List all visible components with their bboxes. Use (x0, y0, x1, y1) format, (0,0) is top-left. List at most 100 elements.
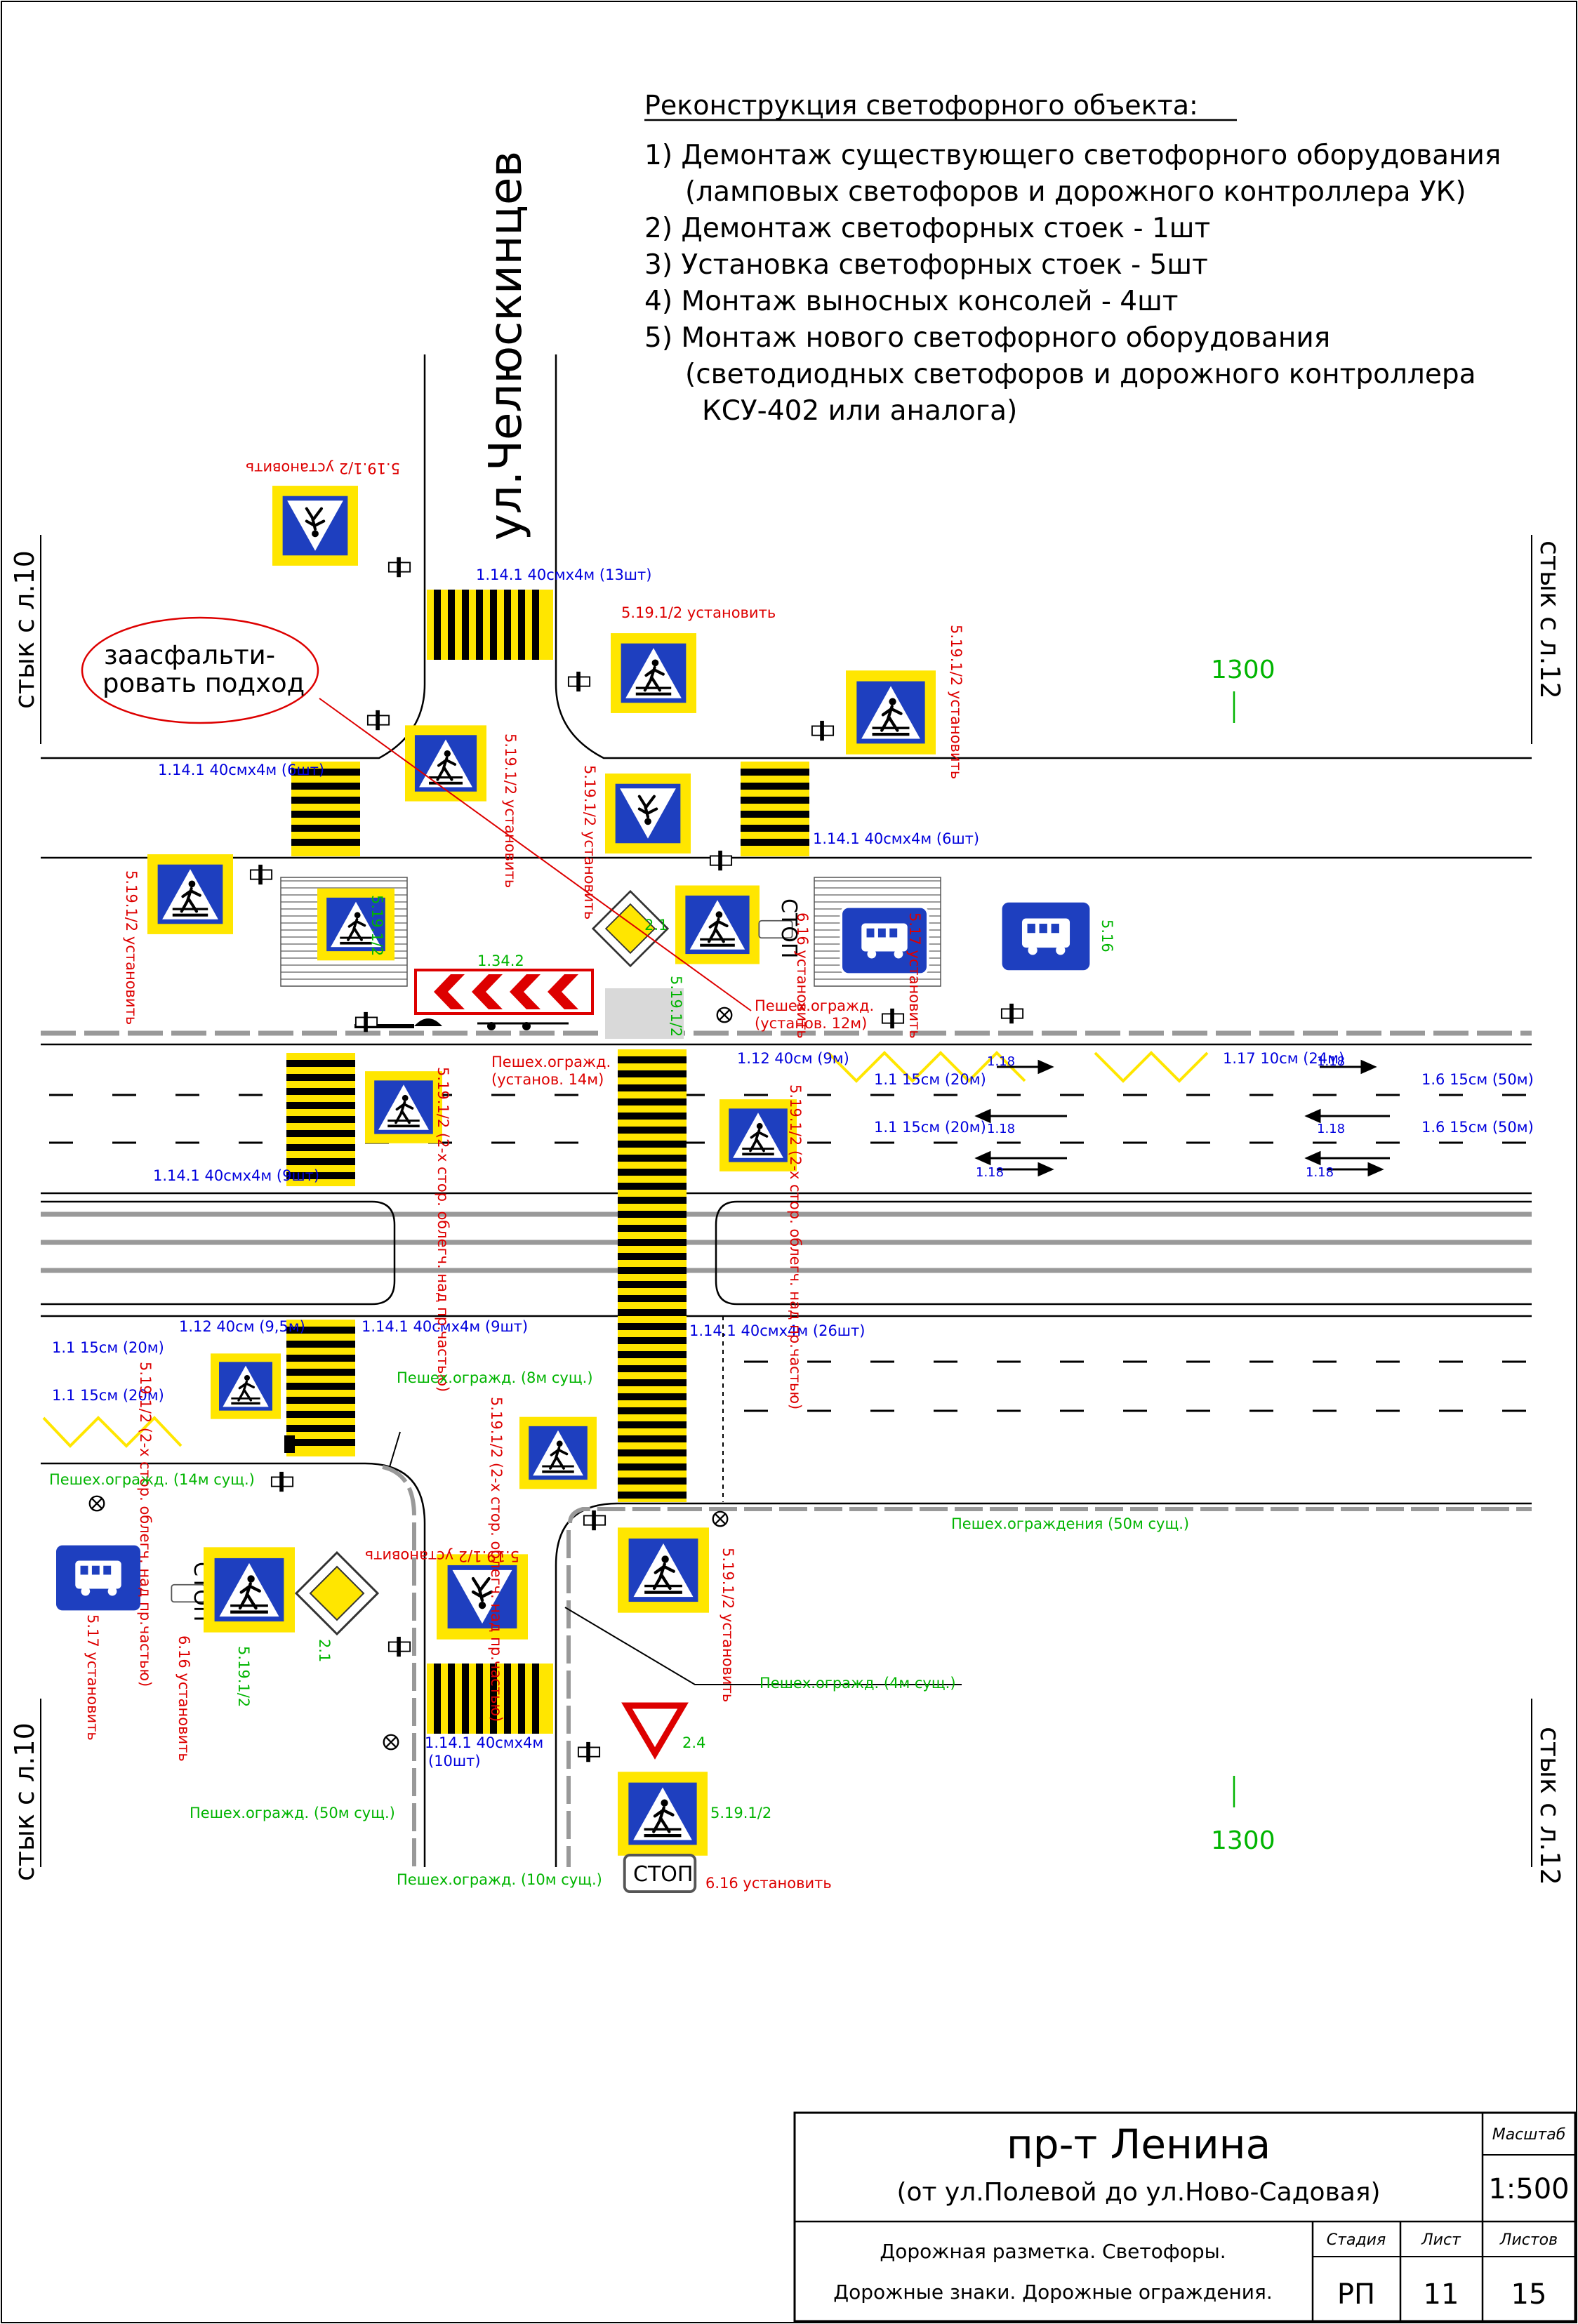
pole-12 (387, 1635, 411, 1658)
marking-label-12: 1.14.1 40смх4м (9шт) (362, 1318, 528, 1335)
fence-label-2b: (установ. 14м) (491, 1071, 604, 1088)
chainage-top: 1300 (1211, 656, 1275, 684)
sign-label-16: 5.19.1/2 (2-х стор. облегч. над пр.часть… (488, 1397, 505, 1722)
header-title: Реконструкция светофорного объекта: (644, 90, 1198, 121)
chevron-marker-1342 (414, 969, 594, 1015)
sign-label-21: 5.19.1/2 (235, 1646, 252, 1707)
sign-ped-bottom-center (519, 1415, 597, 1491)
sign-label-12: 1.34.2 (477, 952, 524, 969)
fence-label-2: Пешех.огражд. (491, 1054, 611, 1070)
pole-3 (811, 719, 835, 742)
joint-right-bottom: стык с л.12 (1534, 1727, 1565, 1885)
marking-118-a: 1.18 (987, 1054, 1015, 1069)
sign-ped-bottom-right (618, 1527, 709, 1612)
sign-give-way (621, 1702, 689, 1760)
fence-label-3: Пешех.огражд. (8м сущ.) (397, 1369, 593, 1386)
sign-ped-bottom-left (204, 1547, 295, 1632)
header-item-3: 3) Установка светофорных стоек - 5шт (644, 249, 1208, 281)
pole-5 (249, 863, 273, 886)
crosswalk-center-main (618, 1049, 687, 1502)
marking-label-10: 1.14.1 40смх4м (9шт) (153, 1167, 319, 1184)
sign-label-25: 6.16 установить (705, 1875, 832, 1892)
sign-ped-left-road (147, 854, 233, 934)
sign-ped-bottom-left-road (211, 1352, 281, 1421)
sheet-description-2: Дорожные знаки. Дорожные ограждения. (833, 2280, 1272, 2304)
marking-label-17: (10шт) (428, 1753, 481, 1769)
pole-8 (1000, 1002, 1024, 1025)
joint-right-top: стык с л.12 (1534, 540, 1565, 699)
sign-label-17: 5.19.1/2 установить (365, 1548, 519, 1565)
marking-label-15: 1.1 15см (20м) (52, 1387, 164, 1404)
marking-label-13: 1.14.1 40смх4м (26шт) (689, 1322, 865, 1339)
joint-left-top: стык с л.10 (9, 550, 40, 709)
stage-value: РП (1337, 2278, 1375, 2311)
crosswalk-left-service (291, 762, 360, 856)
project-title: пр-т Ленина (1007, 2120, 1271, 2168)
sign-label-3: 5.19.1/2 установить (948, 625, 964, 779)
sign-label-4: 5.19.1/2 установить (502, 733, 519, 888)
marking-label-11: 1.12 40см (9,5м) (179, 1318, 305, 1335)
marking-label-2: 1.14.1 40смх4м (6шт) (158, 762, 324, 778)
joint-left-bottom: стык с л.10 (9, 1722, 40, 1881)
pole-1 (387, 556, 411, 578)
pole-11 (583, 1509, 606, 1532)
sign-label-5: 5.19.1/2 установить (581, 765, 598, 919)
sheet-description-1: Дорожная разметка. Светофоры. (880, 2240, 1226, 2263)
crosswalk-left-main-top (286, 1053, 355, 1186)
sign-ped-down-service-right (605, 773, 691, 854)
sign-label-1b: 5.19.1/2 установить (123, 870, 140, 1025)
pole-7 (881, 1007, 905, 1030)
pole-10 (270, 1470, 294, 1493)
header-item-5b: (светодиодных светофоров и дорожного кон… (685, 359, 1476, 390)
stop-top-label: СТОП (776, 898, 801, 958)
fence-label-1b: (установ. 12м) (755, 1015, 867, 1032)
crosswalk-top (427, 590, 553, 660)
chainage-bottom: 1300 (1211, 1826, 1275, 1855)
pole-6 (709, 849, 733, 872)
sign-label-2: 5.19.1/2 установить (621, 604, 776, 621)
sheet-value: 11 (1424, 2278, 1459, 2311)
sign-label-10: 5.17 установить (906, 912, 923, 1039)
sign-label-13: 5.19.1/2 (2-х стор. облегч. над пр.часть… (435, 1067, 451, 1392)
marking-label-8: 1.6 15см (50м) (1421, 1071, 1534, 1088)
scale-value: 1:500 (1488, 2173, 1569, 2205)
marking-118-d: 1.18 (1317, 1054, 1345, 1069)
sign-ped-median-left (365, 1071, 442, 1143)
marking-118-f: 1.18 (1306, 1165, 1334, 1180)
sign-ped-down-top-left (272, 486, 358, 566)
sheets-value: 15 (1511, 2278, 1547, 2311)
sign-label-9: 6.16 установить (794, 912, 811, 1039)
pole-13 (577, 1741, 601, 1763)
sign-bus-stop-517-bottom (53, 1543, 143, 1613)
sign-label-24: 5.19.1/2 (710, 1805, 771, 1821)
sign-label-1: 5.19.1/2 установить (246, 460, 400, 477)
sign-ped-far-right (846, 670, 936, 754)
crosswalk-right-service (741, 762, 809, 856)
header-item-5c: КСУ-402 или аналога) (702, 395, 1017, 427)
sign-bus-stop-516 (999, 900, 1093, 973)
fence-label-8: Пешех.огражд. (10м сущ.) (397, 1871, 602, 1888)
title-block (793, 2111, 1577, 2323)
marking-label-5: 1.1 15см (20м) (874, 1071, 986, 1088)
fence-label-5: Пешех.ограждения (50м сущ.) (951, 1515, 1189, 1532)
header-item-2: 2) Демонтаж светофорных стоек - 1шт (644, 213, 1210, 244)
header-item-1: 1) Демонтаж существующего светофорного о… (644, 140, 1501, 171)
sign-ped-top-right (611, 633, 696, 713)
sign-label-18: 5.19.1/2 установить (720, 1548, 736, 1702)
traffic-light-left (88, 1495, 105, 1512)
crosswalk-left-main-bottom (286, 1320, 355, 1456)
marking-118-c: 1.18 (976, 1165, 1004, 1180)
sign-label-7: 2.1 (644, 917, 668, 934)
fence-label-7: Пешех.огражд. (50м сущ.) (190, 1805, 395, 1821)
sign-ped-median-right (720, 1099, 797, 1171)
marking-label-9: 1.6 15см (50м) (1421, 1119, 1534, 1136)
sheet-label: Лист (1421, 2231, 1461, 2249)
stage-label: Стадия (1327, 2231, 1386, 2249)
fence-label-4: Пешех.огражд. (14м сущ.) (49, 1471, 255, 1488)
pole-2 (567, 670, 591, 693)
fence-label-1: Пешех.огражд. (755, 997, 874, 1014)
sheets-label: Листов (1499, 2231, 1558, 2249)
sign-ped-top-island (675, 886, 760, 964)
sign-ped-down-bottom (437, 1554, 528, 1639)
